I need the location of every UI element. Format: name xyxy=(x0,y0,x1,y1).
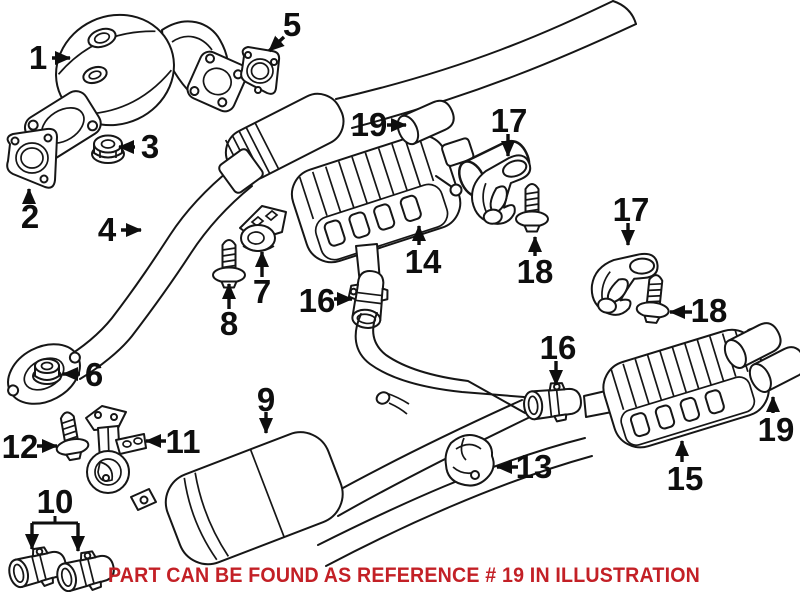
callout-16-right-number: 16 xyxy=(540,329,577,366)
bracket-11-drawing xyxy=(85,405,147,494)
callout-6: 6 xyxy=(62,356,103,393)
callout-6-number: 6 xyxy=(85,356,103,393)
callout-7: 7 xyxy=(253,251,271,310)
callout-14-number: 14 xyxy=(405,243,442,280)
callout-18-right-number: 18 xyxy=(691,292,728,329)
nut-3-drawing xyxy=(91,134,125,164)
callout-17-right: 17 xyxy=(613,191,650,246)
catalytic-converter-drawing xyxy=(23,13,249,161)
connecting-pipe-drawing xyxy=(354,312,526,414)
clamp-16-right-drawing xyxy=(521,379,584,426)
callout-19-right-number: 19 xyxy=(758,411,795,448)
nut-6-drawing xyxy=(32,358,62,385)
callout-16-right: 16 xyxy=(540,329,577,386)
screw-8-drawing xyxy=(212,239,246,289)
callout-5-number: 5 xyxy=(283,6,301,43)
callout-12: 12 xyxy=(2,428,58,465)
callout-10-number: 10 xyxy=(37,483,74,520)
callout-15: 15 xyxy=(667,440,704,497)
callout-5: 5 xyxy=(267,6,301,53)
reference-caption: PART CAN BE FOUND AS REFERENCE # 19 IN I… xyxy=(108,564,700,587)
callout-12-number: 12 xyxy=(2,428,39,465)
callout-8: 8 xyxy=(220,283,238,342)
callout-7-number: 7 xyxy=(253,273,271,310)
screw-18-left-drawing xyxy=(515,183,549,233)
callout-14: 14 xyxy=(405,225,442,280)
callout-19-right: 19 xyxy=(758,396,795,448)
callout-17-left-number: 17 xyxy=(491,102,528,139)
callout-16-left-number: 16 xyxy=(299,282,336,319)
callout-11: 11 xyxy=(145,423,201,460)
callout-4-number: 4 xyxy=(98,211,117,248)
callout-9: 9 xyxy=(257,381,275,434)
callout-1: 1 xyxy=(29,39,71,76)
callout-1-number: 1 xyxy=(29,39,47,76)
callout-18-right: 18 xyxy=(669,292,728,329)
gasket-2-drawing xyxy=(6,127,58,189)
rear-muffler-drawing xyxy=(583,317,786,449)
callout-19-left-number: 19 xyxy=(351,106,388,143)
rear-pipes-drawing xyxy=(317,391,593,567)
callout-17-right-number: 17 xyxy=(613,191,650,228)
front-pipe-drawing xyxy=(61,148,264,380)
front-exhaust-pipe-upper-drawing xyxy=(335,0,637,129)
bottom-muffler-drawing xyxy=(130,431,344,566)
gasket-5-drawing xyxy=(240,46,281,95)
callout-16-left: 16 xyxy=(299,282,353,319)
callout-15-number: 15 xyxy=(667,460,704,497)
bolt-12-drawing xyxy=(49,408,92,464)
callout-10: 10 xyxy=(25,483,85,552)
screw-18-right-drawing xyxy=(634,272,674,326)
callout-3: 3 xyxy=(118,128,159,165)
callout-11-number: 11 xyxy=(166,423,201,460)
callout-19-left: 19 xyxy=(351,106,407,143)
callout-18-left-number: 18 xyxy=(517,253,554,290)
rubber-hanger-13-drawing xyxy=(444,434,495,487)
callout-17-left: 17 xyxy=(491,102,528,157)
callout-3-number: 3 xyxy=(141,128,159,165)
callout-2: 2 xyxy=(21,188,39,235)
callout-13: 13 xyxy=(496,448,553,485)
callout-8-number: 8 xyxy=(220,305,238,342)
callout-2-number: 2 xyxy=(21,198,39,235)
clamp-16-left-drawing xyxy=(344,267,392,332)
callout-18-left: 18 xyxy=(517,236,554,290)
callout-4: 4 xyxy=(98,211,142,248)
callout-9-number: 9 xyxy=(257,381,275,418)
callout-13-number: 13 xyxy=(516,448,553,485)
bracket-7-drawing xyxy=(239,205,287,252)
